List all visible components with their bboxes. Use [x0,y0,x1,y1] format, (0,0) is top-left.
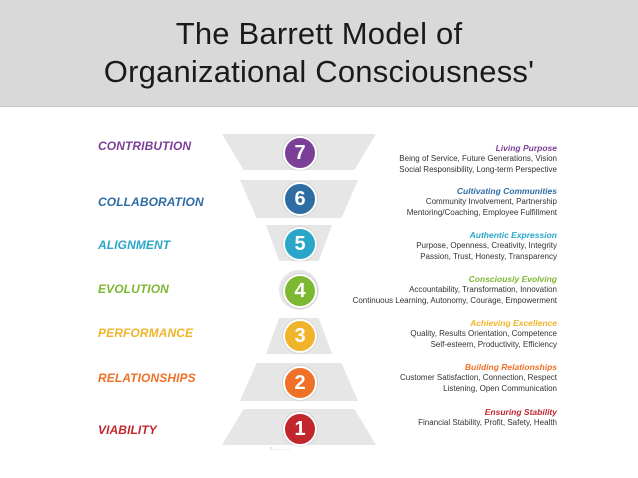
desc-line1-level-3: Quality, Results Orientation, Competence [410,329,557,338]
title-bar: The Barrett Model of Organizational Cons… [0,0,638,107]
desc-line1-level-4: Accountability, Transformation, Innovati… [409,285,557,294]
desc-level-4: Consciously Evolving Accountability, Tra… [353,274,557,306]
level-label-performance: PERFORMANCE [98,326,194,340]
desc-heading-level-1: Ensuring Stability [484,407,557,417]
copyright-mark: © – – – – – [270,446,290,451]
badge-level-2: 2 [283,366,317,400]
badge-level-1: 1 [283,412,317,446]
level-label-contribution: CONTRIBUTION [98,139,192,153]
desc-heading-level-6: Cultivating Communities [456,186,557,196]
desc-heading-level-2: Building Relationships [464,362,557,372]
desc-line1-level-6: Community Involvement, Partnership [425,197,557,206]
desc-line1-level-1: Financial Stability, Profit, Safety, Hea… [418,418,557,427]
level-label-relationships: RELATIONSHIPS [98,371,196,385]
desc-line2-level-6: Mentoring/Coaching, Employee Fulfillment [406,207,557,217]
barrett-diagram: CONTRIBUTION 7 Living Purpose Being of S… [0,107,638,478]
level-label-alignment: ALIGNMENT [98,238,171,252]
desc-heading-level-7: Living Purpose [495,143,557,153]
desc-line2-level-7: Social Responsibility, Long-term Perspec… [399,164,557,174]
slide-title-line-1: The Barrett Model of [175,16,463,51]
desc-level-5: Authentic Expression Purpose, Openness, … [416,230,557,262]
badge-level-4: 4 [283,274,317,308]
badge-level-3: 3 [283,319,317,353]
desc-level-3: Achieving Excellence Quality, Results Or… [410,318,557,350]
desc-heading-level-4: Consciously Evolving [468,274,557,284]
desc-line2-level-2: Listening, Open Communication [443,383,557,393]
level-label-evolution: EVOLUTION [98,282,169,296]
desc-line1-level-5: Purpose, Openness, Creativity, Integrity [416,241,557,250]
desc-heading-level-3: Achieving Excellence [470,318,557,328]
desc-line2-level-4: Continuous Learning, Autonomy, Courage, … [352,295,557,305]
desc-line1-level-7: Being of Service, Future Generations, Vi… [399,154,557,163]
desc-line1-level-2: Customer Satisfaction, Connection, Respe… [400,373,557,382]
badge-level-7: 7 [283,136,317,170]
desc-level-7: Living Purpose Being of Service, Future … [399,143,557,175]
level-label-viability: VIABILITY [98,423,157,437]
badge-level-5: 5 [283,227,317,261]
desc-level-6: Cultivating Communities Community Involv… [407,186,557,218]
desc-level-1: Ensuring Stability Financial Stability, … [418,407,557,429]
desc-level-2: Building Relationships Customer Satisfac… [400,362,557,394]
level-label-collaboration: COLLABORATION [98,195,204,209]
desc-heading-level-5: Authentic Expression [469,230,557,240]
desc-line2-level-5: Passion, Trust, Honesty, Transparency [420,251,557,261]
badge-level-6: 6 [283,182,317,216]
slide-title-line-2: Organizational Consciousness' [103,54,535,89]
desc-line2-level-3: Self-esteem, Productivity, Efficiency [430,339,557,349]
